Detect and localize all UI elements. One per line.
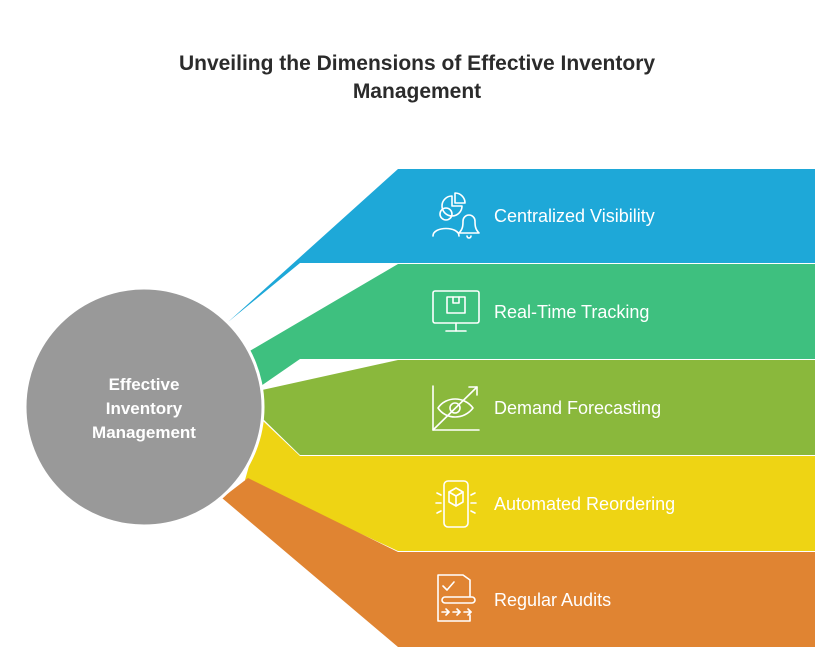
segment-automated-reordering [245,420,815,551]
label-real-time-tracking: Real-Time Tracking [494,302,649,322]
center-label-line-2: Inventory [106,399,183,418]
segment-centralized-visibility [228,169,815,322]
label-centralized-visibility: Centralized Visibility [494,206,655,226]
phone-box-icon [435,480,477,528]
center-label-line-3: Management [92,423,196,442]
segment-demand-forecasting [262,360,815,455]
diagram-title: Unveiling the Dimensions of Effective In… [0,50,834,106]
segment-regular-audits [222,478,815,647]
label-demand-forecasting: Demand Forecasting [494,398,661,418]
title-line-1: Unveiling the Dimensions of Effective In… [178,52,656,75]
monitor-icon [432,290,480,332]
segment-real-time-tracking [248,264,815,388]
title-line-2: Management [352,80,482,103]
label-automated-reordering: Automated Reordering [494,494,675,514]
label-regular-audits: Regular Audits [494,590,611,610]
center-circle [23,286,265,528]
eye-trend-icon [432,385,480,431]
user-chart-bell-icon [432,192,480,239]
checklist-icon [437,574,476,622]
center-label-line-1: Effective [109,375,180,394]
